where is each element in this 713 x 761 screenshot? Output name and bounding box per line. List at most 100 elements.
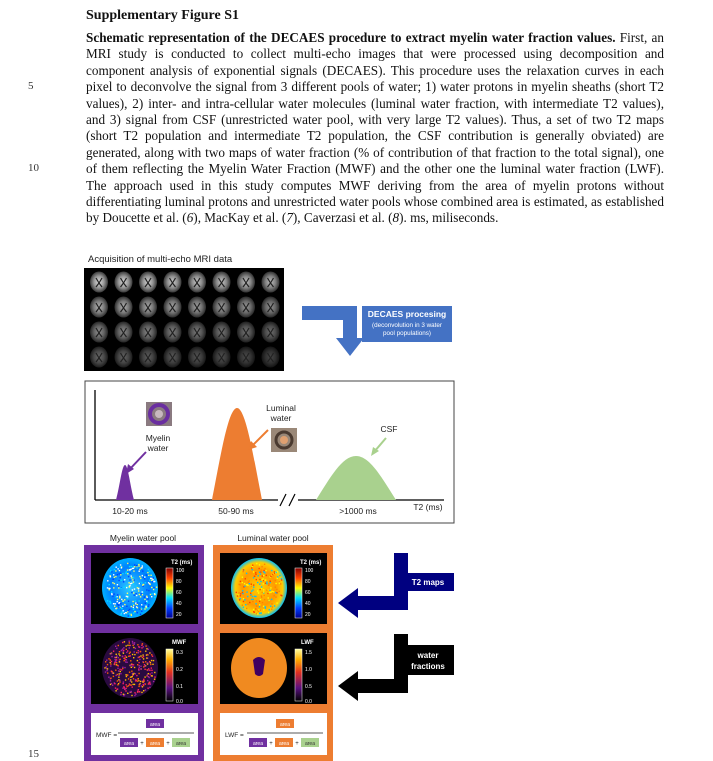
map-pixel <box>262 592 263 593</box>
map-pixel <box>118 675 119 676</box>
map-pixel <box>255 603 256 604</box>
map-pixel <box>116 567 117 568</box>
map-pixel <box>264 572 265 573</box>
map-pixel <box>240 581 241 582</box>
water-fractions-arrow <box>338 634 408 701</box>
t2-maps-arrow <box>338 553 408 618</box>
colorbar-tick: 1.5 <box>305 650 312 656</box>
map-pixel <box>252 565 253 566</box>
map-pixel <box>123 647 124 648</box>
map-pixel <box>114 569 115 570</box>
map-pixel <box>139 684 140 685</box>
luminal-water-label: Luminal <box>266 403 296 413</box>
map-pixel <box>126 649 127 650</box>
map-pixel <box>114 606 115 607</box>
map-pixel <box>132 604 133 605</box>
map-pixel <box>259 568 260 569</box>
map-pixel <box>128 601 129 602</box>
map-pixel <box>257 590 258 591</box>
map-pixel <box>131 606 132 607</box>
map-pixel <box>145 689 146 690</box>
map-pixel <box>107 664 108 665</box>
map-pixel <box>129 653 130 654</box>
map-pixel <box>113 593 114 594</box>
map-pixel <box>263 580 264 581</box>
formula-plus: + <box>269 741 273 747</box>
map-pixel <box>130 583 131 584</box>
map-pixel <box>125 690 126 691</box>
map-pixel <box>265 606 266 607</box>
map-pixel <box>111 656 112 657</box>
map-pixel <box>115 670 116 671</box>
map-pixel <box>120 577 121 578</box>
map-pixel <box>127 693 128 694</box>
map-pixel <box>138 673 139 674</box>
map-pixel <box>105 671 106 672</box>
map-pixel <box>237 595 238 596</box>
map-pixel <box>135 679 136 680</box>
map-pixel <box>128 685 129 686</box>
map-pixel <box>145 603 146 604</box>
map-pixel <box>268 584 269 585</box>
map-pixel <box>146 657 147 658</box>
map-pixel <box>246 608 247 609</box>
map-pixel <box>244 586 245 587</box>
map-pixel <box>143 658 144 659</box>
map-pixel <box>142 594 143 595</box>
map-pixel <box>253 586 254 587</box>
map-pixel <box>240 598 241 599</box>
map-pixel <box>150 575 151 576</box>
map-pixel <box>147 662 148 663</box>
map-pixel <box>259 564 260 565</box>
map-pixel <box>147 607 148 608</box>
map-pixel <box>118 607 119 608</box>
map-pixel <box>137 664 138 665</box>
map-pixel <box>277 571 278 572</box>
map-pixel <box>143 662 144 663</box>
map-pixel <box>274 595 275 596</box>
map-pixel <box>151 670 152 671</box>
map-pixel <box>131 577 132 578</box>
map-pixel <box>111 594 112 595</box>
map-pixel <box>125 688 126 689</box>
map-pixel <box>266 582 267 583</box>
map-pixel <box>115 646 116 647</box>
map-pixel <box>134 651 135 652</box>
map-pixel <box>151 672 152 673</box>
map-pixel <box>129 647 130 648</box>
lwf-colorbar-title: LWF <box>301 640 314 646</box>
map-pixel <box>277 576 278 577</box>
map-pixel <box>131 583 132 584</box>
map-pixel <box>123 694 124 695</box>
map-pixel <box>114 659 115 660</box>
map-pixel <box>134 642 135 643</box>
map-pixel <box>142 565 143 566</box>
map-pixel <box>111 653 112 654</box>
map-pixel <box>249 583 250 584</box>
map-pixel <box>261 595 262 596</box>
map-pixel <box>123 653 124 654</box>
map-pixel <box>149 670 150 671</box>
map-pixel <box>144 666 145 667</box>
map-pixel <box>138 565 139 566</box>
tick-label: >1000 ms <box>339 506 377 516</box>
map-pixel <box>129 645 130 646</box>
map-pixel <box>126 606 127 607</box>
map-pixel <box>134 564 135 565</box>
map-pixel <box>128 656 129 657</box>
map-pixel <box>263 591 264 592</box>
map-pixel <box>262 602 263 603</box>
map-pixel <box>148 649 149 650</box>
map-pixel <box>134 654 135 655</box>
map-pixel <box>122 600 123 601</box>
mwf-colorbar <box>166 649 173 701</box>
map-pixel <box>264 595 265 596</box>
map-pixel <box>150 584 151 585</box>
map-pixel <box>117 584 118 585</box>
map-pixel <box>126 571 127 572</box>
map-pixel <box>263 606 264 607</box>
map-pixel <box>107 672 108 673</box>
map-pixel <box>139 656 140 657</box>
map-pixel <box>123 695 124 696</box>
colorbar-tick: 0.1 <box>176 684 183 690</box>
